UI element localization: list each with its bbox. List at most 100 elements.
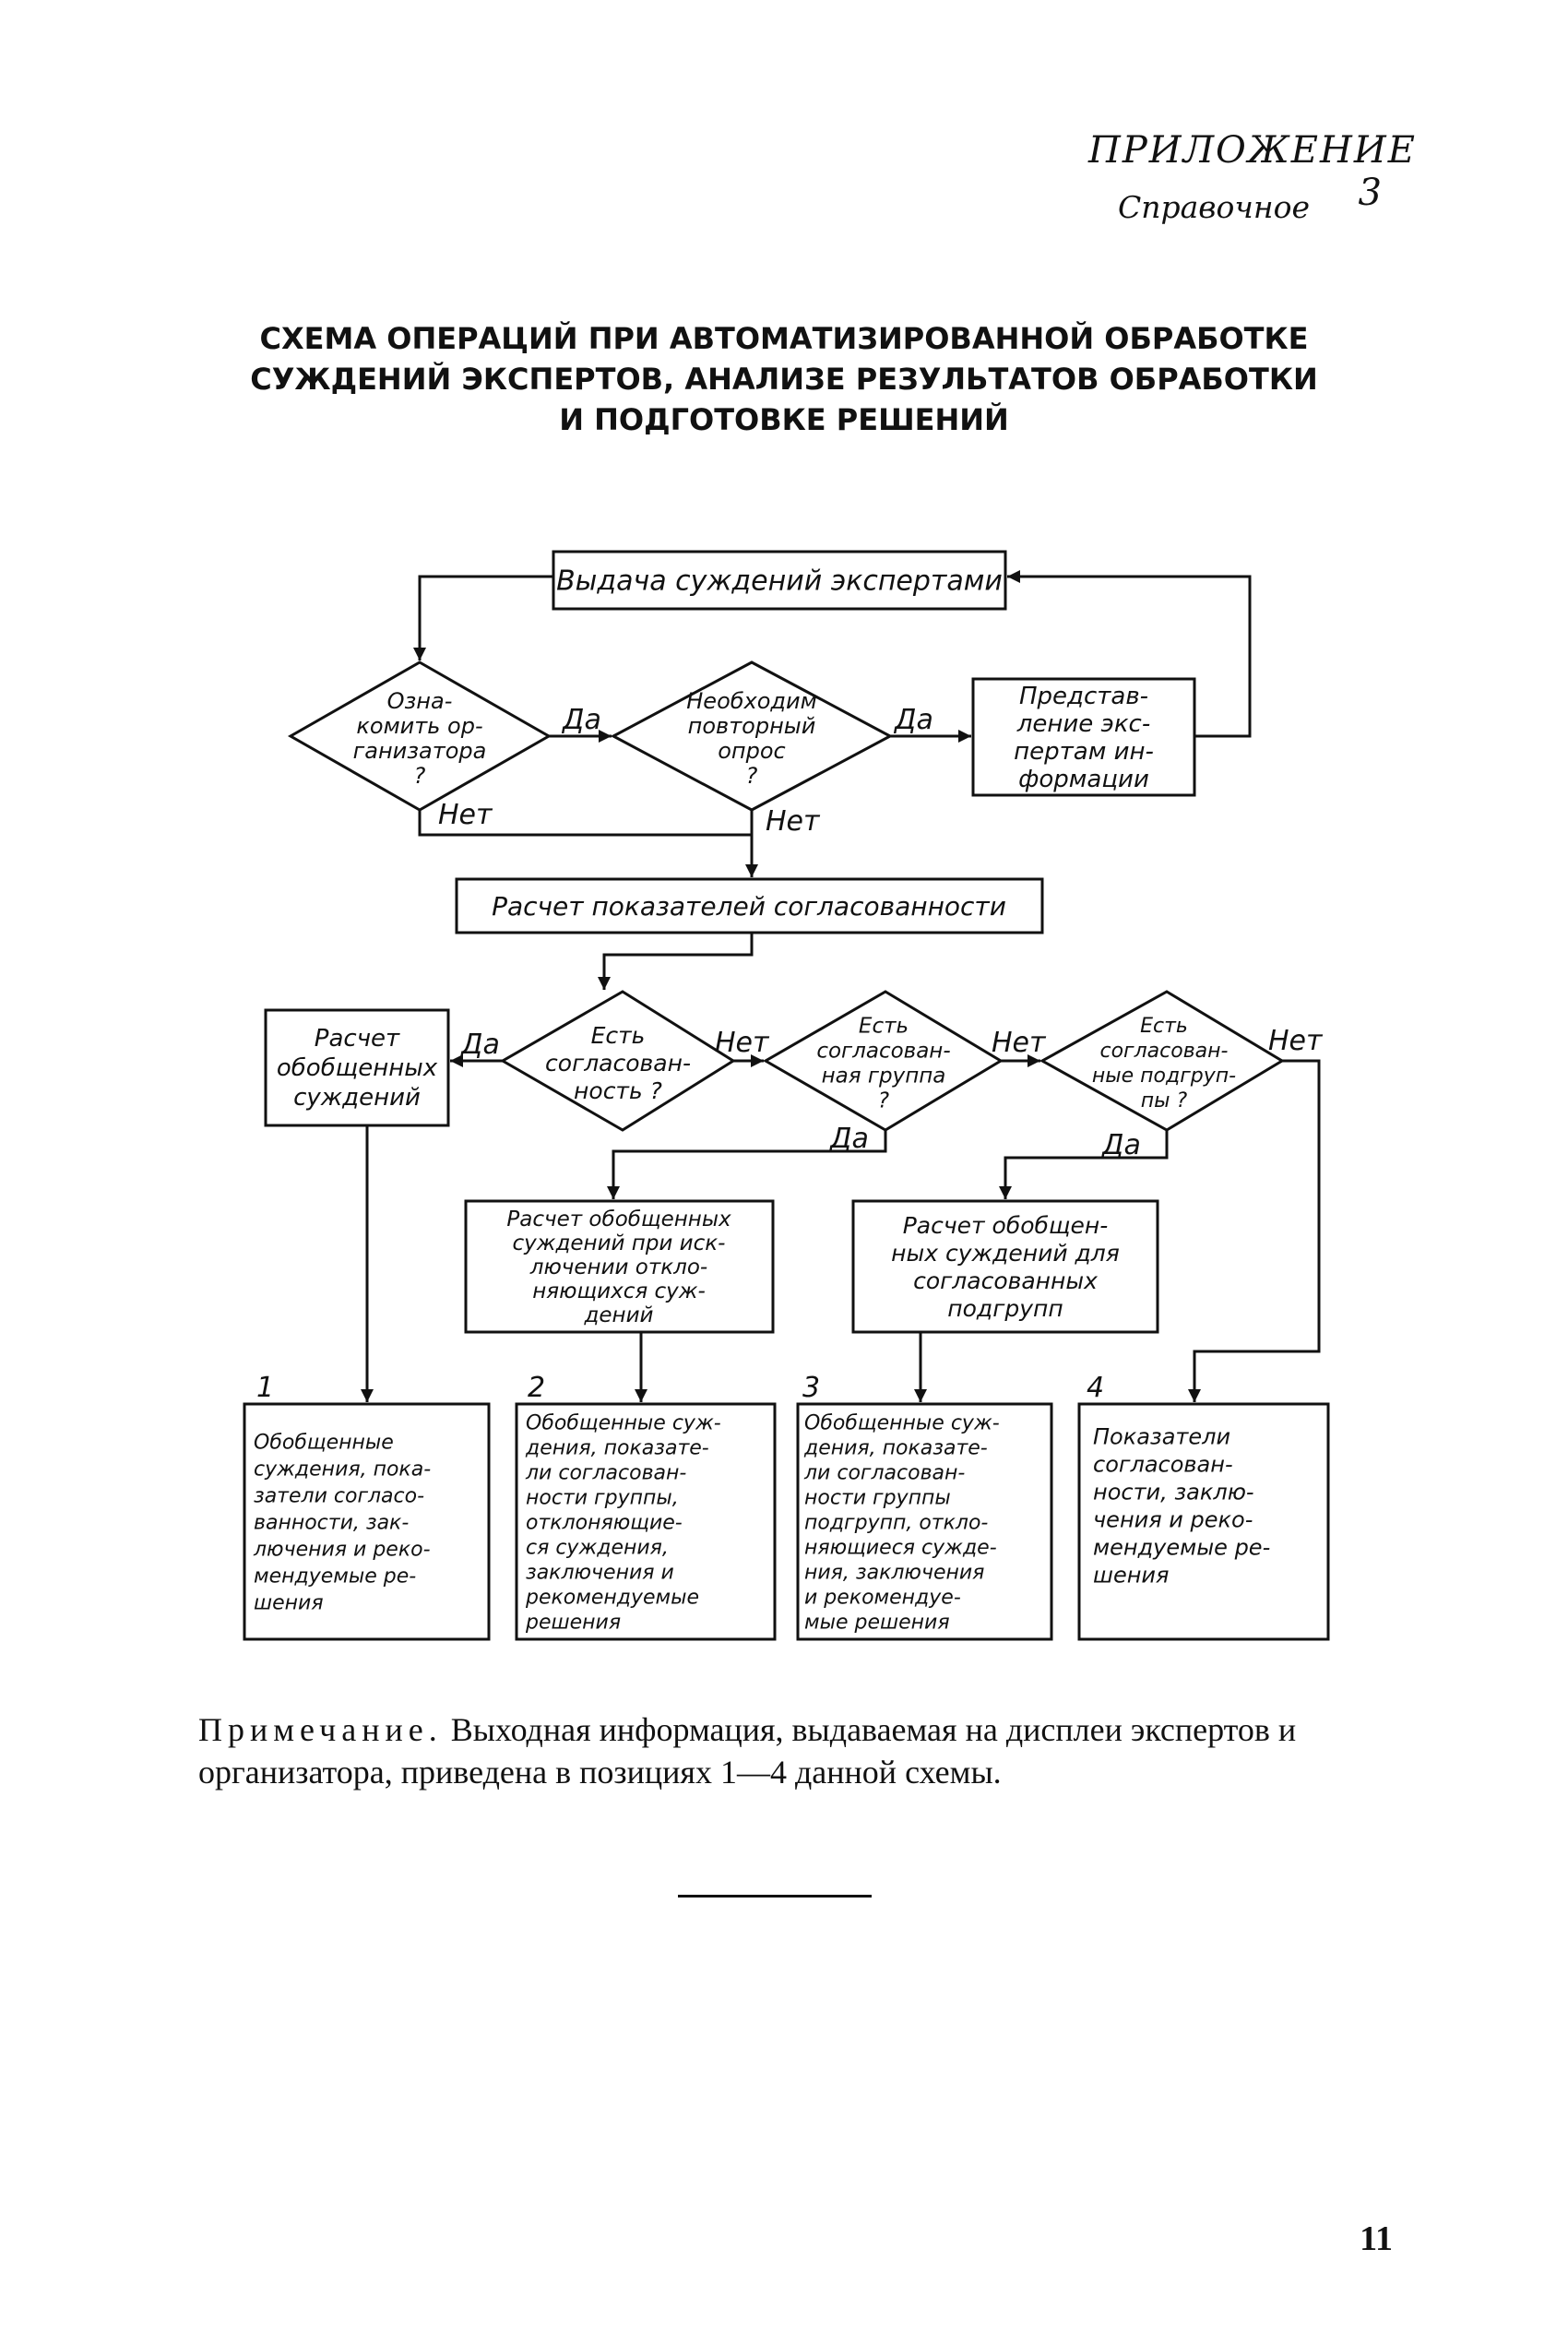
node-line: формации [1018,766,1149,793]
node-line: согласован- [1093,1451,1233,1477]
node-line: затели согласо- [254,1485,424,1508]
node-line: Показатели [1093,1423,1230,1449]
node-line: Необходим [686,688,816,714]
node-line: комить ор- [356,713,482,739]
label-no-acquaint: Нет [438,799,493,831]
line-subgroups-no [1188,1059,1321,1402]
label-no-group: Нет [992,1027,1047,1059]
node-line: согласованных [913,1267,1098,1294]
page-title: СХЕМА ОПЕРАЦИЙ ПРИ АВТОМАТИЗИРОВАННОЙ ОБ… [184,318,1384,440]
label-position-2: 2 [528,1372,545,1404]
box-generalized-calc [264,1008,450,1127]
label-no-subgroups: Нет [1268,1025,1324,1057]
node-line: ных суждений для [891,1240,1120,1267]
node-line: ные подгруп- [1092,1065,1236,1088]
node-text-out3: Обобщенные суж-дения, показате-ли соглас… [803,1412,1000,1635]
node-text-acquaint: Озна-комить ор-ганизатора? [353,688,487,789]
label-position-3: 3 [802,1372,820,1404]
node-line: ? [746,763,758,789]
note-lead: Примечание. [198,1711,443,1748]
node-line: суждений при иск- [513,1231,726,1255]
node-line: дения, показате- [525,1437,709,1460]
node-line: суждения, пока- [254,1458,431,1481]
node-line: мендуемые ре- [254,1565,416,1588]
node-line: Расчет обобщенных [506,1208,731,1231]
node-line: ная группа [822,1065,946,1089]
title-line-1: СХЕМА ОПЕРАЦИЙ ПРИ АВТОМАТИЗИРОВАННОЙ ОБ… [259,321,1309,356]
node-line: отклоняющие- [526,1512,683,1535]
appendix-type: Справочное [1117,189,1310,225]
node-line: Есть [859,1015,909,1039]
node-line: ванности, зак- [254,1512,409,1535]
node-line: Расчет [315,1025,400,1053]
node-line: Озна- [387,688,453,714]
node-line: шения [1093,1562,1169,1588]
node-text-out1: Обобщенные суждения, пока-затели согласо-… [253,1432,431,1615]
label-no-consistency: Нет [715,1027,770,1059]
node-line: ность ? [574,1077,662,1104]
label-position-1: 1 [256,1372,274,1404]
node-line: Обобщенные суж- [526,1412,721,1435]
label-yes-repeat: Да [893,704,933,736]
line-subgroups-yes [999,1130,1169,1199]
node-line: шения [254,1592,324,1615]
line-calc-to-consistency [598,933,754,990]
node-line: дения, показате- [803,1437,988,1460]
node-line: ся суждения, [526,1537,669,1560]
section-rule [678,1895,872,1898]
node-line: согласован- [1100,1040,1229,1063]
node-line: ности группы [804,1487,951,1510]
node-line: ганизатора [353,738,487,764]
node-text-out2: Обобщенные суж-дения, показате-ли соглас… [525,1412,721,1635]
node-line: пертам ин- [1014,738,1154,766]
box-output-2 [515,1402,777,1641]
node-line: и рекомендуе- [804,1587,961,1610]
node-line: няющихся суж- [532,1279,706,1303]
line-acquaint-no [418,810,752,837]
node-line: ности группы, [526,1487,679,1510]
node-line: лючении откло- [529,1255,707,1279]
line-issue-to-acquaint [413,575,553,660]
note: Примечание. Выходная информация, выдавае… [198,1708,1397,1793]
node-line: ности, заклю- [1093,1479,1254,1505]
node-text-issue: Выдача суждений экспертами [556,565,1003,598]
node-line: ? [878,1089,889,1113]
node-line: Обобщенные суж- [804,1412,1000,1435]
node-line: повторный [688,713,816,739]
node-line: согласован- [545,1050,691,1077]
node-line: согласован- [816,1040,950,1064]
node-line: Расчет обобщен- [903,1212,1109,1239]
box-consistency-calc [455,877,1044,934]
node-line: ли согласован- [525,1462,686,1485]
box-output-3 [796,1402,1053,1641]
node-line: рекомендуемые [525,1587,699,1610]
node-line: ли согласован- [803,1462,965,1485]
line-present-back [1007,570,1252,738]
note-text: Выходная информация, выдаваемая на диспл… [198,1711,1297,1791]
label-yes-subgroups: Да [1100,1129,1141,1161]
node-line: Обобщенные [254,1432,394,1455]
node-line: подгрупп, откло- [804,1512,988,1535]
box-output-1 [243,1402,491,1641]
node-line: ление экс- [1016,710,1150,738]
title-line-3: И ПОДГОТОВКЕ РЕШЕНИЙ [559,402,1009,437]
box-generalized-excl [464,1199,775,1334]
node-line: мендуемые ре- [1093,1534,1270,1560]
node-line: заключения и [526,1562,674,1585]
label-yes-group: Да [828,1123,869,1155]
box-output-4 [1077,1402,1330,1641]
node-line: мые решения [804,1612,950,1635]
diamond-has-consistency [499,990,736,1132]
node-line: подгрупп [947,1295,1063,1322]
node-text-consistency-calc: Расчет показателей согласованности [492,891,1006,922]
node-line: лючения и реко- [253,1539,431,1562]
